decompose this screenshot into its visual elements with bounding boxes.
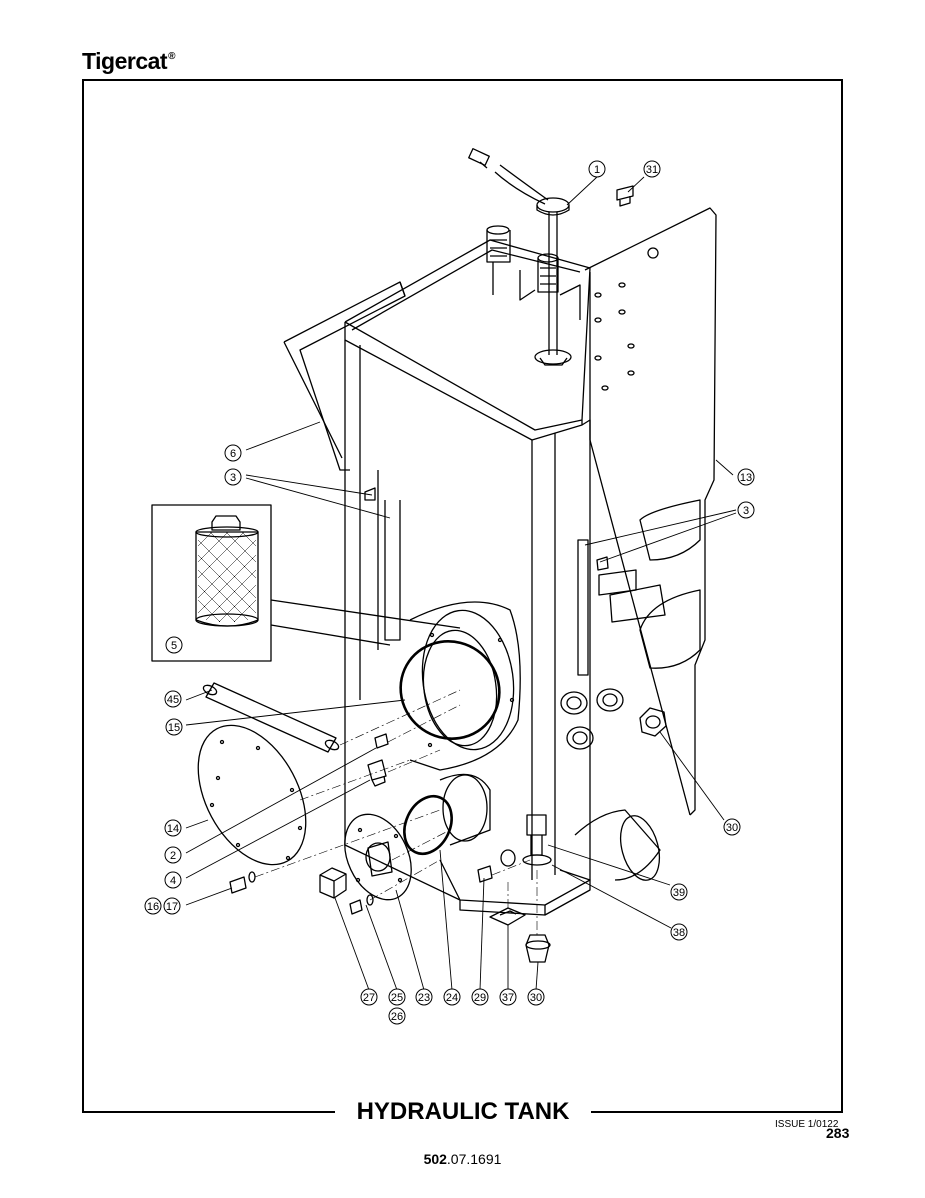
- clip-37: [489, 907, 526, 926]
- plug-30-bottom: [525, 934, 551, 963]
- callout-38: 38: [673, 927, 685, 939]
- alignment-lines: [254, 689, 538, 935]
- part-number: 502.07.1691: [0, 1151, 925, 1167]
- brand-mark: ®: [168, 51, 175, 62]
- fittings-2-4: [367, 733, 389, 787]
- plate-13: [584, 207, 717, 816]
- bolt-25-26: [349, 894, 374, 915]
- side-ports: [560, 688, 624, 750]
- plug-30-side: [639, 707, 667, 737]
- callout-45: 45: [167, 694, 179, 706]
- callout-14: 14: [167, 823, 179, 835]
- callout-6: 6: [230, 448, 236, 460]
- page-title: HYDRAULIC TANK: [335, 1098, 591, 1126]
- callout-3-right: 3: [743, 505, 749, 517]
- sight-gauge-right: [596, 556, 666, 623]
- callout-16: 16: [147, 901, 159, 913]
- part-number-prefix: 502: [423, 1151, 447, 1167]
- plug-27: [319, 867, 347, 899]
- flange-plate-23: [344, 813, 412, 901]
- callout-30-bottom: 30: [530, 992, 542, 1004]
- callout-1: 1: [594, 164, 600, 176]
- flange-opening: [399, 601, 521, 771]
- callout-5: 5: [171, 640, 177, 652]
- bolt-16-17: [229, 871, 256, 894]
- level-sender-1: [468, 148, 572, 366]
- brand-name: Tigercat: [82, 48, 168, 74]
- tank-body: [344, 239, 691, 916]
- callout-27: 27: [363, 992, 375, 1004]
- callout-23: 23: [418, 992, 430, 1004]
- bolt-39: [522, 814, 552, 866]
- callout-30-side: 30: [726, 822, 738, 834]
- breather-31: [616, 185, 634, 207]
- filter-inset: [151, 504, 461, 662]
- issue-label: ISSUE 1/0122: [775, 1119, 839, 1130]
- brand-logo: Tigercat®: [82, 48, 175, 75]
- lower-flange-opening: [403, 773, 491, 856]
- callout-37: 37: [502, 992, 514, 1004]
- callout-13: 13: [740, 472, 752, 484]
- callout-4: 4: [170, 875, 176, 887]
- callout-24: 24: [446, 992, 458, 1004]
- callout-39: 39: [673, 887, 685, 899]
- footer-rule-right: [588, 1111, 843, 1113]
- fitting-29: [477, 849, 516, 883]
- callout-17: 17: [166, 901, 178, 913]
- cover-14: [197, 724, 307, 866]
- callout-25: 25: [391, 992, 403, 1004]
- suction-pipe: [574, 809, 661, 881]
- callout-2: 2: [170, 850, 176, 862]
- callout-29: 29: [474, 992, 486, 1004]
- drawing-frame: [82, 79, 843, 1111]
- sight-gauge-left: [364, 487, 376, 501]
- leader-lines: [185, 176, 737, 991]
- callout-15: 15: [168, 722, 180, 734]
- page-number: 283: [826, 1125, 850, 1141]
- callout-31: 31: [646, 164, 658, 176]
- footer-rule-left: [82, 1111, 342, 1113]
- diffuser-tube-45: [202, 682, 340, 753]
- part-number-suffix: .07.1691: [446, 1151, 502, 1167]
- top-fittings: [486, 225, 581, 320]
- callout-3-left: 3: [230, 472, 236, 484]
- callout-26: 26: [391, 1011, 403, 1023]
- callout-circles: [144, 160, 755, 1025]
